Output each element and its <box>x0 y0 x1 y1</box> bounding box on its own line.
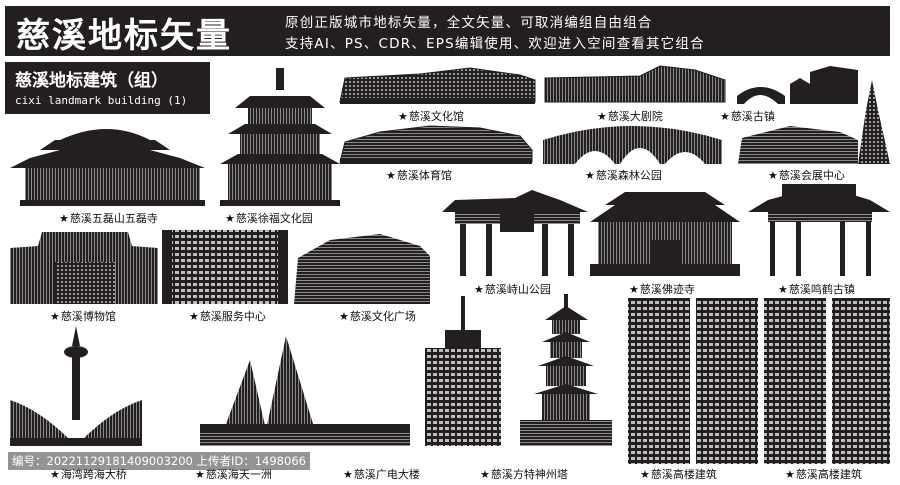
guangdian-tower <box>425 296 501 446</box>
guangchang-building <box>294 234 430 304</box>
caption-fuwu: ★慈溪服务中心 <box>189 310 266 323</box>
gaolou-building-2 <box>764 298 890 464</box>
foji-temple <box>590 192 740 276</box>
subtitle-box <box>5 62 210 114</box>
gaolou-building-1 <box>628 298 758 464</box>
page-title: 慈溪地标矢量 <box>16 16 232 56</box>
caption-foji: ★慈溪佛迹寺 <box>629 283 695 296</box>
caption-fangte: ★慈溪方特神州塔 <box>480 468 568 481</box>
caption-gaolou-2: ★慈溪高楼建筑 <box>785 468 862 481</box>
qishan-gate <box>442 190 588 276</box>
caption-huizhan: ★慈溪会展中心 <box>768 169 845 182</box>
caption-senlin: ★慈溪森林公园 <box>585 169 662 182</box>
senlin-bridge <box>543 126 722 164</box>
caption-haitian: ★慈溪海天一洲 <box>195 468 272 481</box>
caption-dajuyuan: ★慈溪大剧院 <box>597 110 663 123</box>
xufu-pagoda <box>220 68 340 206</box>
dajuyuan-building <box>544 65 726 103</box>
caption-guangdian: ★慈溪广电大楼 <box>343 468 420 481</box>
minghe-gate <box>748 184 890 276</box>
fuwu-building <box>162 230 288 304</box>
bowuguan-building <box>10 232 158 304</box>
haitian-bridge <box>200 336 410 446</box>
tiyuguan-building <box>339 125 533 164</box>
caption-minghe: ★慈溪鸣鹤古镇 <box>778 283 855 296</box>
caption-guangchang: ★慈溪文化广场 <box>339 310 416 323</box>
caption-gaolou-1: ★慈溪高楼建筑 <box>640 468 717 481</box>
description-line-2: 支持AI、PS、CDR、EPS编辑使用、欢迎进入空间查看其它组合 <box>285 36 705 52</box>
caption-xufu: ★慈溪徐福文化园 <box>225 212 313 225</box>
caption-kuahai: ★海湾跨海大桥 <box>50 468 127 481</box>
guzhen-building <box>737 66 858 104</box>
caption-wenhuaguan: ★慈溪文化馆 <box>398 110 464 123</box>
subtitle-en: cixi landmark building (1) <box>15 94 188 107</box>
header-bar <box>5 6 890 56</box>
caption-tiyuguan: ★慈溪体育馆 <box>386 169 452 182</box>
kuahai-tower <box>10 326 142 446</box>
subtitle-cn: 慈溪地标建筑（组） <box>15 71 168 91</box>
description-line-1: 原创正版城市地标矢量，全文矢量、可取消编组自由组合 <box>285 15 653 31</box>
caption-guzhen: ★慈溪古镇 <box>720 110 775 123</box>
huizhan-building <box>738 80 890 164</box>
fangte-pagoda <box>520 294 612 446</box>
wenhuaguan-building <box>339 67 536 104</box>
caption-qishan: ★慈溪峙山公园 <box>474 283 551 296</box>
upload-info-bar: 编号：20221129181409003200 上传者ID：1498066 <box>8 452 310 470</box>
wulei-temple <box>10 129 205 206</box>
caption-wulei: ★慈溪五磊山五磊寺 <box>59 212 158 225</box>
caption-bowuguan: ★慈溪博物馆 <box>50 310 116 323</box>
